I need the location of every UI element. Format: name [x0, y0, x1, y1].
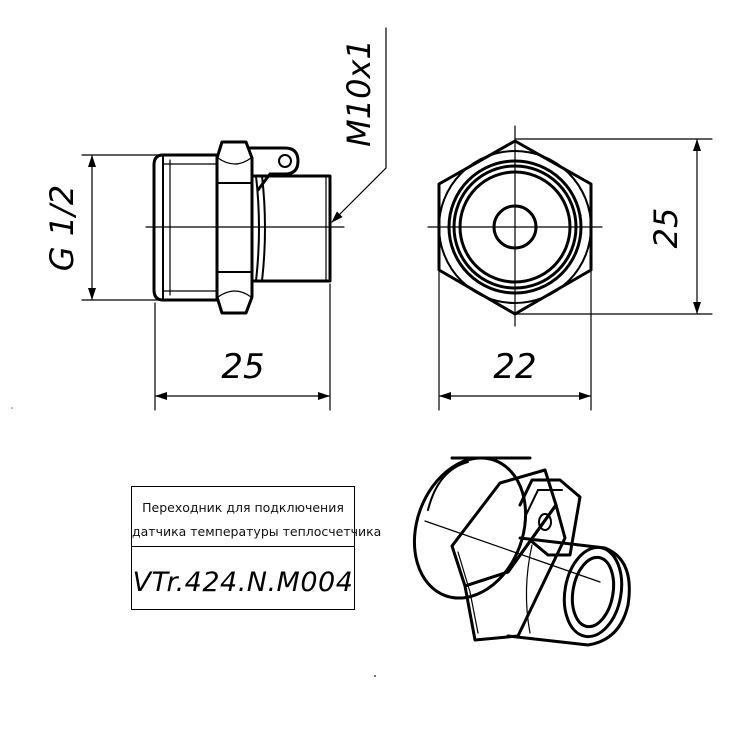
seal-lug-iso: [518, 478, 582, 557]
isometric-view: [412, 456, 631, 647]
thread-side-label: M10x1: [340, 39, 378, 147]
dimension-g12: G 1/2: [43, 154, 161, 301]
sensor-body-iso: [506, 536, 631, 647]
side-length-label: 25: [221, 347, 264, 387]
description-line-2: датчика температуры теплосчетчика: [132, 524, 382, 539]
side-view: [145, 140, 345, 315]
seal-lug-side: [247, 146, 300, 192]
dimension-width: 22: [438, 271, 592, 411]
description-line-1: Переходник для подключения: [142, 500, 344, 515]
title-block: Переходник для подключения датчика темпе…: [131, 486, 382, 610]
thread-main-label: G 1/2: [43, 185, 81, 271]
front-height-label: 25: [647, 208, 685, 249]
part-code: VTr.424.N.M004: [132, 567, 354, 598]
bore-iso: [570, 555, 616, 629]
dimension-length: 25: [154, 283, 331, 411]
sensor-body: [250, 174, 332, 283]
front-view: [427, 125, 603, 327]
title-block-divider: [132, 546, 354, 547]
dimension-m10x1: M10x1: [331, 27, 387, 223]
dimension-height: 25: [514, 138, 713, 315]
front-width-label: 22: [493, 347, 536, 387]
seal-hole-side: [278, 154, 292, 168]
bore-front: [492, 204, 538, 250]
seal-hole-iso: [538, 513, 552, 531]
